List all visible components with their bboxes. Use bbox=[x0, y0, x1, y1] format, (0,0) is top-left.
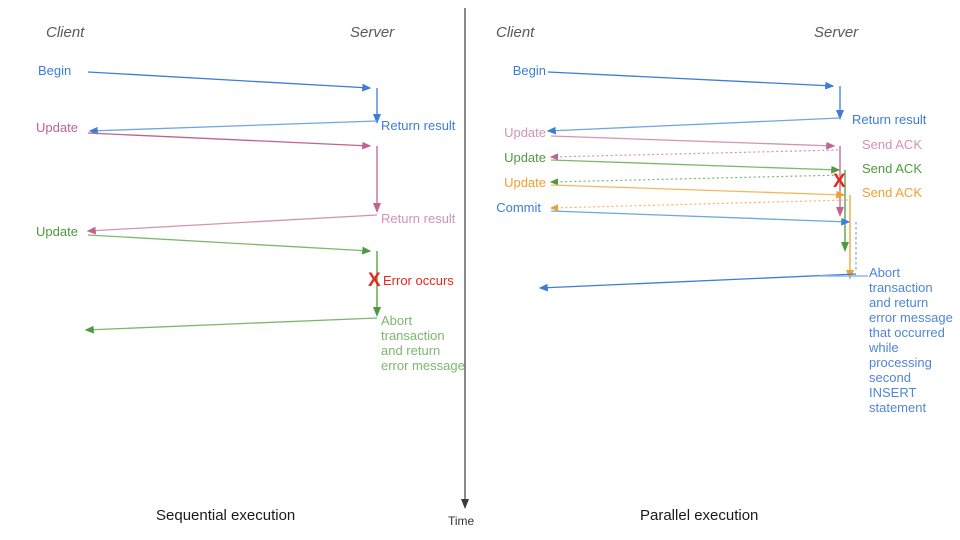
right-panel-caption: Parallel execution bbox=[640, 507, 759, 524]
left-panel-caption: Sequential execution bbox=[156, 507, 296, 524]
right-client-message-commit: Commit bbox=[496, 200, 541, 215]
left-client-message-begin: Begin bbox=[38, 63, 72, 78]
left-abort-line-4: error message bbox=[381, 358, 465, 373]
right-server-message-ack-3: Send ACK bbox=[862, 185, 922, 200]
left-panel-wires bbox=[84, 71, 381, 334]
right-server-message-ack-1: Send ACK bbox=[862, 137, 922, 152]
left-error-x-icon: X bbox=[368, 270, 381, 291]
left-abort-line-1: Abort bbox=[381, 313, 413, 328]
left-server-message-return-result-1: Return result bbox=[381, 118, 456, 133]
right-abort-block: Abort transaction and return error messa… bbox=[869, 265, 957, 415]
right-abort-line-2: transaction bbox=[869, 280, 933, 295]
left-client-message-update-2: Update bbox=[36, 224, 78, 239]
right-abort-line-3: and return bbox=[869, 295, 929, 310]
left-header-client: Client bbox=[46, 24, 85, 41]
left-abort-line-3: and return bbox=[381, 343, 441, 358]
time-axis-label: Time bbox=[448, 514, 475, 528]
right-abort-line-6: while bbox=[869, 340, 899, 355]
right-client-message-begin: Begin bbox=[512, 63, 546, 78]
left-error-label: Error occurs bbox=[383, 273, 454, 288]
right-header-server: Server bbox=[814, 24, 859, 41]
left-abort-line-2: transaction bbox=[381, 328, 445, 343]
right-client-message-update-1: Update bbox=[504, 125, 546, 140]
right-header-client: Client bbox=[496, 24, 535, 41]
right-server-message-ack-2: Send ACK bbox=[862, 161, 922, 176]
left-abort-block: Abort transaction and return error messa… bbox=[381, 313, 467, 373]
right-abort-line-7: processing bbox=[869, 355, 932, 370]
left-server-message-return-result-2: Return result bbox=[381, 211, 456, 226]
right-abort-line-5: that occurred bbox=[869, 325, 945, 340]
right-abort-line-4: error message bbox=[869, 310, 953, 325]
right-error-x-icon: X bbox=[833, 171, 846, 192]
left-client-message-update-1: Update bbox=[36, 120, 78, 135]
time-axis bbox=[461, 8, 469, 509]
right-abort-line-10: statement bbox=[869, 400, 927, 415]
right-abort-line-1: Abort bbox=[869, 265, 901, 280]
right-client-message-update-3: Update bbox=[504, 175, 546, 190]
right-abort-line-9: INSERT bbox=[869, 385, 917, 400]
right-client-message-update-2: Update bbox=[504, 150, 546, 165]
right-abort-line-8: second bbox=[869, 370, 911, 385]
right-panel-wires bbox=[538, 71, 868, 292]
left-header-server: Server bbox=[350, 24, 395, 41]
right-server-message-return-result: Return result bbox=[852, 112, 927, 127]
